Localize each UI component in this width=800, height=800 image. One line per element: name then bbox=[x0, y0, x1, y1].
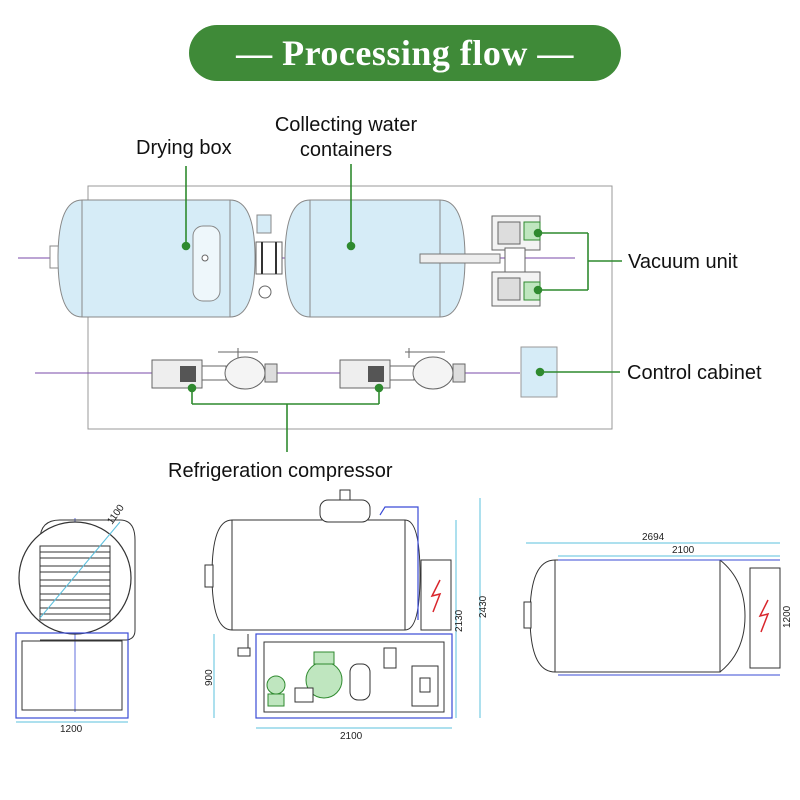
collecting-water-tank bbox=[284, 199, 501, 318]
dim-top-total-length: 2694 bbox=[642, 532, 665, 543]
callouts bbox=[181, 164, 622, 452]
dim-end-width: 1200 bbox=[60, 724, 83, 735]
drying-box-tank bbox=[49, 199, 256, 318]
end-view: 1100 1200 bbox=[15, 502, 136, 735]
label-refrigeration-compressor: Refrigeration compressor bbox=[168, 460, 393, 482]
dim-side-base-height: 900 bbox=[204, 669, 215, 686]
label-vacuum-unit: Vacuum unit bbox=[628, 251, 738, 273]
dim-side-length: 2100 bbox=[340, 731, 363, 742]
dim-end-diameter: 1100 bbox=[105, 502, 127, 526]
compressor-2 bbox=[339, 348, 466, 390]
compressor-1 bbox=[151, 348, 278, 390]
dim-top-width: 1200 bbox=[782, 605, 793, 628]
tank-connector bbox=[255, 214, 283, 299]
dim-side-mid-height: 2130 bbox=[454, 609, 465, 632]
title-banner: — Processing flow — bbox=[189, 25, 621, 81]
side-view: 900 2130 2430 2100 bbox=[204, 489, 489, 742]
label-drying-box: Drying box bbox=[136, 137, 232, 159]
dim-side-total-height: 2430 bbox=[478, 595, 489, 618]
side-view-machinery bbox=[266, 647, 439, 707]
plan-view bbox=[18, 185, 613, 430]
label-control-cabinet: Control cabinet bbox=[627, 362, 762, 384]
label-collecting-water-line1: Collecting water bbox=[274, 114, 418, 136]
label-collecting-water-line2: containers bbox=[299, 139, 393, 161]
dim-top-length: 2100 bbox=[672, 545, 695, 556]
top-view: 2694 2100 1200 bbox=[523, 532, 793, 676]
